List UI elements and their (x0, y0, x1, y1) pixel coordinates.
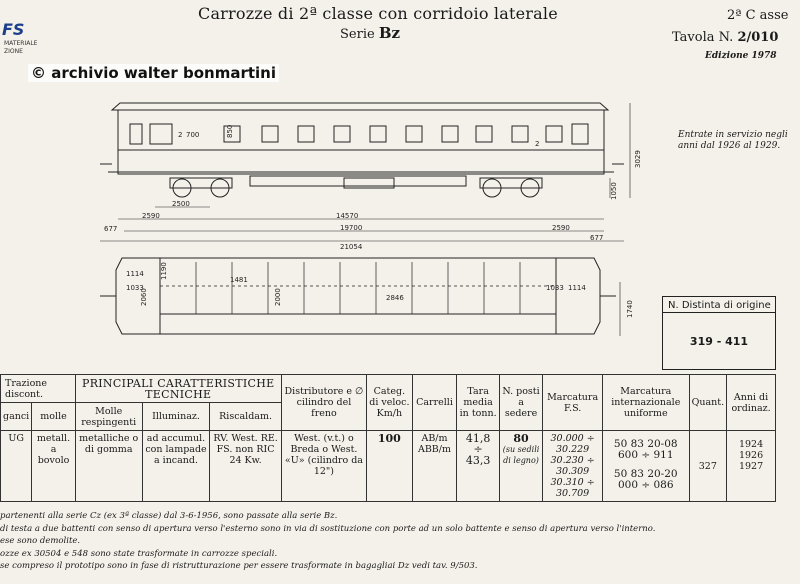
th-categ: Categ. di veloc. Km/h (366, 374, 413, 431)
floor-plan-outline (115, 257, 601, 335)
dim-2500: 2500 (172, 200, 190, 208)
dim-850: 850 (226, 125, 234, 138)
fs-logo: FS MATERIALE ZIONE (0, 20, 40, 72)
class-number-label-right: 2 (535, 140, 539, 148)
door-window-right (571, 123, 589, 145)
th-molle-resp: Molle respingenti (74, 402, 143, 431)
service-entry-note: Entrate in servizio negli anni dal 1926 … (678, 130, 788, 151)
footnote-3: ese sono demolite. (0, 536, 81, 546)
footnote-1: partenenti alla serie Cz (ex 3ª classe) … (0, 511, 338, 521)
th-anni: Anni di ordinaz. (726, 374, 776, 431)
dim-14570: 14570 (336, 212, 358, 220)
logo-line2: ZIONE (4, 48, 23, 55)
th-riscaldam: Riscaldam. (209, 402, 282, 431)
th-marcatura-fs: Marcatura F.S. (542, 374, 603, 431)
distinta-box: N. Distinta di origine 319 - 411 (662, 296, 776, 370)
cell-distributore: West. (v.t.) o Breda o West. «U» (cilind… (280, 430, 368, 502)
battery-box (343, 177, 395, 189)
bogie-left (169, 177, 233, 198)
cell-marcatura-int: 50 83 20-08 600 ÷ 911 50 83 20-20 000 ÷ … (601, 430, 690, 502)
dim-2590-left: 2590 (142, 212, 160, 220)
footnote-5: se compreso il prototipo sono in fase di… (0, 561, 478, 571)
cell-anni: 1924 1926 1927 (726, 430, 776, 502)
serie-code: Bz (378, 24, 401, 42)
dim-1114-left: 1114 (126, 270, 144, 278)
dim-677-right: 677 (590, 234, 603, 242)
tavola-number: 2/010 (737, 30, 779, 45)
cell-categ: 100 (366, 430, 413, 502)
dim-21054: 21054 (340, 243, 363, 251)
dim-2000: 2000 (274, 288, 282, 306)
side-view (100, 102, 624, 198)
table-row: UG metall. a bovolo metalliche o di gomm… (0, 430, 776, 502)
dimension-lines (100, 103, 631, 242)
fs-logo-mark: FS (2, 20, 25, 39)
dim-677-left: 677 (104, 225, 117, 233)
serie-label: Serie Bz (340, 24, 400, 42)
th-trazione: Trazione discont. (0, 374, 76, 403)
tech-title: PRINCIPALI CARATTERISTICHE TECNICHE (74, 374, 282, 403)
dim-3029: 3029 (634, 150, 642, 168)
edizione-label: Edizione 1978 (705, 51, 777, 61)
dim-2846: 2846 (386, 294, 404, 302)
archive-watermark: © archivio walter bonmartini (28, 64, 279, 82)
page-title: Carrozze di 2ª classe con corridoio late… (198, 4, 558, 23)
cell-ganci: UG (0, 430, 33, 502)
footnote-4: ozze ex 30504 e 548 sono state trasforma… (0, 548, 278, 559)
th-quant: Quant. (688, 374, 728, 431)
dim-19700: 19700 (340, 224, 362, 232)
dim-1033-left: 1033 (126, 284, 144, 292)
th-marcatura-int: Marcatura internazionale uniforme (601, 374, 690, 431)
distinta-header: N. Distinta di origine (663, 297, 775, 313)
cell-marcatura-fs: 30.000 ÷ 30.229 30.230 ÷ 30.309 30.310 ÷… (542, 430, 603, 502)
serie-prefix: Serie (340, 27, 375, 42)
cell-molle-resp: metalliche o di gomma (74, 430, 143, 502)
side-windows (129, 123, 589, 145)
tech-table: Trazione discont. PRINCIPALI CARATTERIST… (0, 374, 776, 502)
roof-outline (110, 102, 610, 111)
th-illuminaz: Illuminaz. (141, 402, 211, 431)
class-number-label: 2 (178, 131, 182, 139)
bogie-right (479, 177, 543, 198)
dim-2060: 2060 (140, 288, 148, 306)
cell-carrelli: AB/m ABB/m (411, 430, 458, 502)
cell-molle: metall. a bovolo (31, 430, 76, 502)
cell-tara: 41,8 ÷ 43,3 (456, 430, 500, 502)
th-distributore: Distributore e ∅ cilindro del freno (280, 374, 368, 431)
tavola-label: Tavola N. 2/010 (672, 30, 778, 45)
footnotes: partenenti alla serie Cz (ex 3ª classe) … (0, 510, 780, 573)
dim-1740: 1740 (626, 300, 634, 318)
cell-posti: 80 (su sedili di legno) (498, 430, 544, 502)
cell-illuminaz: ad accumul. con lampade a incand. (141, 430, 211, 502)
dim-1033-right: 1033 (546, 284, 564, 292)
car-body-side (117, 109, 605, 175)
th-carrelli: Carrelli (411, 374, 458, 431)
logo-line1: MATERIALE (4, 40, 38, 47)
th-molle: molle (31, 402, 76, 431)
compartments (160, 262, 556, 314)
th-tara: Tara media in tonn. (456, 374, 500, 431)
th-ganci: ganci (0, 402, 33, 431)
dim-2590-right: 2590 (552, 224, 570, 232)
th-posti: N. posti a sedere (498, 374, 544, 431)
dim-1114-right: 1114 (568, 284, 586, 292)
dim-1481: 1481 (230, 276, 248, 284)
dim-700: 700 (186, 131, 199, 139)
technical-drawing: 2 700 850 2 2500 2590 14570 2590 19700 6… (100, 102, 642, 336)
tavola-prefix: Tavola N. (672, 30, 734, 45)
cell-riscaldam: RV. West. RE. FS. non RIC 24 Kw. (209, 430, 282, 502)
door-window-left (149, 123, 173, 145)
dim-1050: 1050 (610, 182, 618, 200)
footnote-2: di testa a due battenti con senso di ape… (0, 523, 656, 534)
dim-1190: 1190 (160, 262, 168, 280)
plan-view (100, 257, 621, 336)
distinta-value: 319 - 411 (689, 335, 749, 348)
cell-quant: 327 (688, 430, 728, 502)
classe-label: 2ª C asse (727, 8, 789, 23)
underframe-truss (249, 175, 467, 187)
